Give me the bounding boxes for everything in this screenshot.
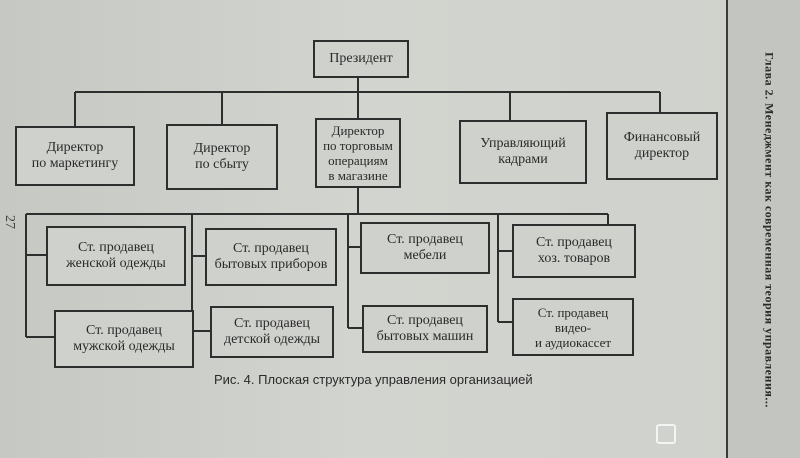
page-number: 27 (2, 215, 17, 229)
node-director-trade: Директор по торговым операциям в магазин… (315, 118, 401, 188)
node-senior-video-audio: Ст. продавец видео- и аудиокассет (512, 298, 634, 356)
node-senior-appliances: Ст. продавец бытовых приборов (205, 228, 337, 286)
watermark (656, 424, 679, 446)
node-finance-director: Финансовый директор (606, 112, 718, 180)
book-icon (656, 424, 676, 444)
node-senior-childrens-clothing: Ст. продавец детской одежды (210, 306, 334, 358)
node-hr-manager: Управляющий кадрами (459, 120, 587, 184)
figure-caption: Рис. 4. Плоская структура управления орг… (214, 372, 533, 387)
running-head: Глава 2. Менеджмент как современная теор… (762, 52, 777, 408)
node-senior-household-goods: Ст. продавец хоз. товаров (512, 224, 636, 278)
node-president: Президент (313, 40, 409, 78)
node-senior-mens-clothing: Ст. продавец мужской одежды (54, 310, 194, 368)
node-director-marketing: Директор по маркетингу (15, 126, 135, 186)
node-director-sales: Директор по сбыту (166, 124, 278, 190)
page-margin-right (728, 0, 800, 458)
node-senior-household-machines: Ст. продавец бытовых машин (362, 305, 488, 353)
node-senior-furniture: Ст. продавец мебели (360, 222, 490, 274)
node-senior-womens-clothing: Ст. продавец женской одежды (46, 226, 186, 286)
page-fold (726, 0, 728, 458)
